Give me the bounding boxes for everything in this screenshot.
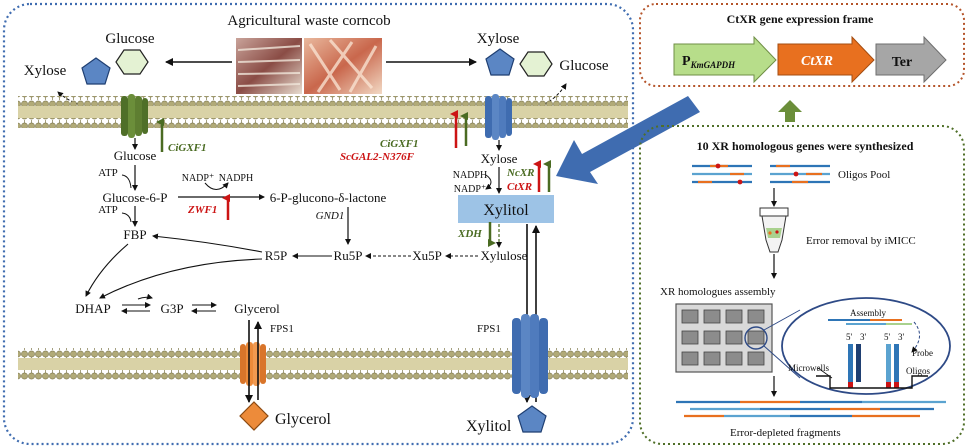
membrane-top: [18, 96, 628, 128]
arrow-fbp-to-g3p: [137, 293, 153, 300]
nadp-plus-right-label: NADP⁺: [454, 184, 487, 195]
expression-frame-title: CtXR gene expression frame: [727, 12, 874, 26]
error-removal-label: Error removal by iMICC: [806, 235, 916, 247]
microwells-label: Microwells: [788, 363, 829, 373]
glucose-hexagon-icon: [115, 49, 149, 75]
synthesis-title: 10 XR homologous genes were synthesized: [697, 139, 914, 153]
metabolite-xylose-in: Xylose: [481, 151, 518, 166]
metabolite-ru5p: Ru5P: [334, 248, 363, 263]
atp-label-1: ATP: [98, 167, 118, 179]
probe-dashed-arrow: [911, 321, 920, 353]
assembly-title: XR homologues assembly: [660, 286, 776, 298]
metabolite-xu5p: Xu5P: [412, 248, 442, 263]
left-panel-border: [2, 2, 635, 446]
promoter-block: [673, 35, 777, 84]
terminator-block: [875, 35, 947, 84]
metabolite-g3p: G3P: [160, 301, 183, 316]
three-prime-label-1: 3': [860, 332, 867, 342]
oligos-pool-graphic: [692, 163, 830, 185]
xylose-pentagon-icon: [485, 48, 515, 76]
glucose-hexagon-icon: [519, 51, 553, 77]
metabolite-dhap: DHAP: [75, 301, 110, 316]
metabolite-fbp: FBP: [123, 227, 146, 242]
blue-transporter: [485, 94, 512, 140]
terminator-label: Ter: [892, 55, 912, 70]
gene-block: [777, 35, 875, 84]
orange-transporter-fps1: [240, 342, 266, 386]
metabolite-lactone: 6-P-glucono-δ-lactone: [270, 190, 387, 205]
left-panel-title: Agricultural waste corncob: [227, 13, 390, 29]
metabolite-xylulose: Xylulose: [481, 248, 528, 263]
ncxr-label: NcXR: [506, 167, 535, 179]
oligos-pool-label: Oligos Pool: [838, 169, 890, 181]
synthesis-panel: [639, 125, 965, 445]
metabolite-glucose: Glucose: [114, 148, 157, 163]
membrane-bottom: [18, 348, 628, 380]
three-prime-label-2: 3': [898, 332, 905, 342]
five-prime-label-2: 5': [884, 332, 891, 342]
arrow-g6p-to-fbp: [121, 212, 132, 223]
xylose-pentagon-icon: [81, 57, 111, 85]
xylitol-box-label: Xylitol: [483, 202, 529, 219]
glycerol-diamond-icon: [239, 401, 269, 431]
nadph-right-label: NADPH: [453, 170, 487, 181]
metabolite-glucose-6p: Glucose-6-P: [103, 190, 168, 205]
error-depleted-label: Error-depleted fragments: [730, 427, 841, 439]
gene-label: CtXR: [801, 54, 833, 69]
microwell-outline: [816, 375, 928, 389]
nadph-label: NADPH: [219, 173, 253, 184]
fps1-right-label: FPS1: [477, 323, 501, 335]
blue-transporter-fps1: [512, 314, 548, 398]
corncob-photo: [236, 38, 382, 94]
zoom-line-top: [763, 309, 801, 331]
ci-gxf1-left-label: CiGXF1: [168, 142, 207, 154]
error-depleted-fragments: [676, 400, 946, 418]
xylitol-pentagon-icon: [517, 405, 547, 433]
gnd1-label: GND1: [316, 210, 345, 222]
zwf1-label: ZWF1: [187, 204, 217, 216]
xylose-out-left-label: Xylose: [24, 63, 67, 79]
sc-gal2-label: ScGAL2-N376F: [340, 151, 415, 163]
up-arrow-green: [778, 100, 802, 122]
oligo-strands: [848, 344, 899, 388]
xdh-label: XDH: [457, 228, 482, 240]
five-prime-label-1: 5': [846, 332, 853, 342]
arrow-fbp-to-dhap: [85, 243, 129, 297]
xylitol-box: [458, 195, 554, 223]
glycerol-out-label: Glycerol: [275, 411, 332, 428]
xylitol-out-label: Xylitol: [466, 418, 512, 435]
expression-frame-panel: [639, 3, 965, 87]
microwells-pointer: [817, 367, 833, 379]
probe-label: Probe: [912, 348, 933, 358]
filter-tube-icon: [759, 207, 789, 253]
fps1-left-label: FPS1: [270, 323, 294, 335]
nadp-curve: [204, 182, 229, 190]
arrow-r5p-to-fbp: [152, 233, 263, 253]
metabolite-glycerol: Glycerol: [234, 301, 280, 316]
promoter-label: PKmGAPDH: [682, 54, 736, 70]
connector-arrow: [556, 96, 700, 184]
assembly-label: Assembly: [850, 308, 887, 318]
arrow-glucose-to-g6p: [121, 174, 132, 189]
metabolite-r5p: R5P: [265, 248, 287, 263]
ctxr-label: CtXR: [507, 181, 532, 193]
microwell-plate-icon: [675, 303, 773, 373]
oligos-label: Oligos: [906, 366, 931, 376]
nadp-plus-label: NADP⁺: [182, 173, 215, 184]
arrow-r5p-to-dhap: [99, 258, 263, 299]
zoom-ellipse: [781, 297, 951, 395]
zoom-line-bottom: [763, 345, 801, 379]
assembly-strands: [828, 319, 912, 325]
xylose-top-label: Xylose: [477, 31, 520, 47]
green-transporter: [121, 94, 148, 138]
glucose-out-right-label: Glucose: [559, 58, 608, 74]
ci-gxf1-right-label: CiGXF1: [380, 138, 419, 150]
atp-label-2: ATP: [98, 204, 118, 216]
glucose-top-label: Glucose: [105, 31, 154, 47]
nadph-curve: [485, 174, 492, 190]
